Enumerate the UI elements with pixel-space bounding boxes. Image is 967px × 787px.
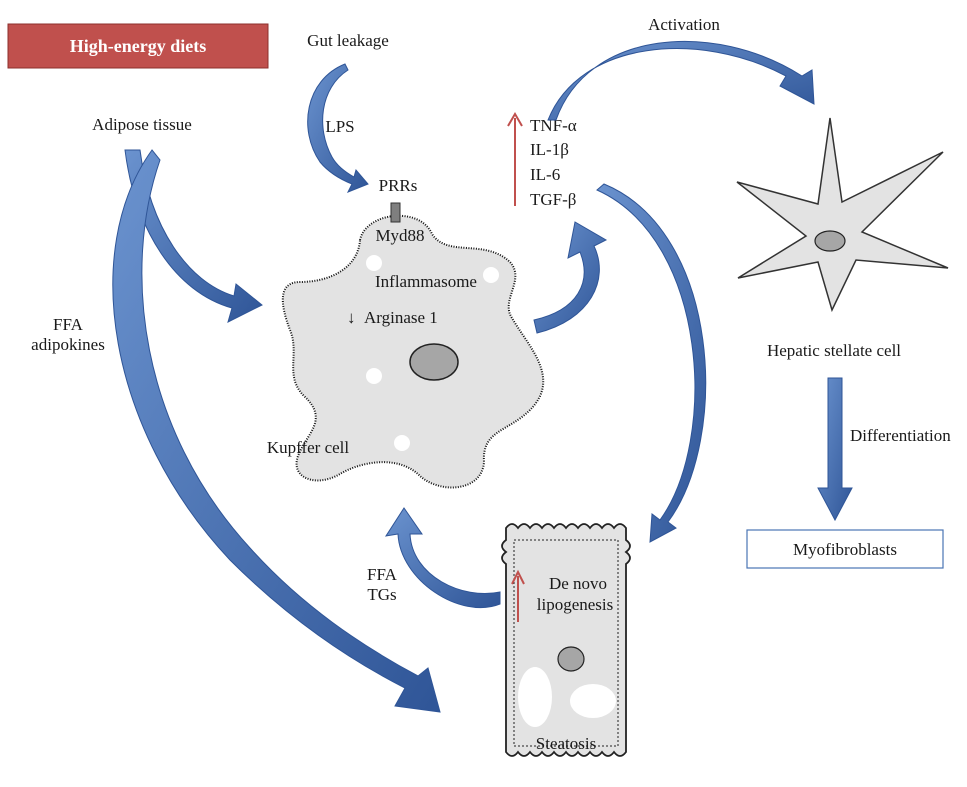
kupffer-cell bbox=[281, 214, 545, 489]
tgf-to-hepatocyte-arrow bbox=[596, 183, 707, 543]
arginase-down-arrow: ↓ bbox=[347, 308, 356, 327]
myd88-label: Myd88 bbox=[375, 226, 424, 245]
activation-label: Activation bbox=[648, 15, 720, 34]
hepatic-stellate-cell-label: Hepatic stellate cell bbox=[767, 341, 901, 360]
ffa-label: FFA bbox=[53, 315, 84, 334]
hepatocyte-to-kupffer-arrow bbox=[384, 507, 501, 609]
vacuole bbox=[366, 368, 382, 384]
lipid-droplet bbox=[570, 684, 616, 718]
cytokine-il1: IL-1β bbox=[530, 140, 569, 159]
vacuole bbox=[483, 267, 499, 283]
kupffer-nucleus bbox=[409, 343, 459, 381]
vacuole bbox=[366, 255, 382, 271]
high-energy-diets-label: High-energy diets bbox=[70, 36, 207, 56]
stellate-nucleus bbox=[814, 230, 846, 252]
de-novo-label: De novo bbox=[549, 574, 607, 593]
hepatic-stellate-cell bbox=[736, 117, 949, 313]
differentiation-arrow bbox=[817, 377, 853, 522]
inflammasome-label: Inflammasome bbox=[375, 272, 477, 291]
adipose-tissue-label: Adipose tissue bbox=[92, 115, 192, 134]
cytokine-tnf: TNF-α bbox=[530, 116, 577, 135]
cytokine-up-arrow-head bbox=[507, 112, 523, 127]
steatosis-label: Steatosis bbox=[536, 734, 596, 753]
prr-receptor-icon bbox=[390, 202, 401, 223]
lps-label: LPS bbox=[325, 117, 354, 136]
myofibroblasts-label: Myofibroblasts bbox=[793, 540, 897, 559]
gut-leakage-label: Gut leakage bbox=[307, 31, 389, 50]
hepatocyte-cell bbox=[501, 523, 631, 757]
high-energy-diets-box: High-energy diets bbox=[7, 23, 269, 69]
differentiation-label: Differentiation bbox=[850, 426, 951, 445]
kupffer-to-cytokines-arrow bbox=[533, 221, 608, 334]
adipokines-label: adipokines bbox=[31, 335, 105, 354]
lipogenesis-label: lipogenesis bbox=[537, 595, 614, 614]
activation-arrow bbox=[547, 40, 815, 121]
lipogenesis-up-arrow-head bbox=[511, 569, 525, 585]
lps-arrow bbox=[307, 63, 369, 193]
cytokine-il6: IL-6 bbox=[530, 165, 560, 184]
prrs-label: PRRs bbox=[379, 176, 418, 195]
lipid-droplet bbox=[518, 667, 552, 727]
ffa-tgs-tgs-label: TGs bbox=[367, 585, 396, 604]
adipose-to-hepatocyte-arrow bbox=[112, 149, 441, 713]
myofibroblasts-box bbox=[746, 529, 944, 569]
ffa-tgs-ffa-label: FFA bbox=[367, 565, 398, 584]
vacuole bbox=[394, 435, 410, 451]
cytokine-tgf: TGF-β bbox=[530, 190, 576, 209]
kupffer-cell-label: Kupffer cell bbox=[267, 438, 350, 457]
hepatocyte-nucleus bbox=[557, 646, 585, 672]
arginase-label: Arginase 1 bbox=[364, 308, 438, 327]
adipose-to-kupffer-arrow bbox=[124, 149, 263, 323]
